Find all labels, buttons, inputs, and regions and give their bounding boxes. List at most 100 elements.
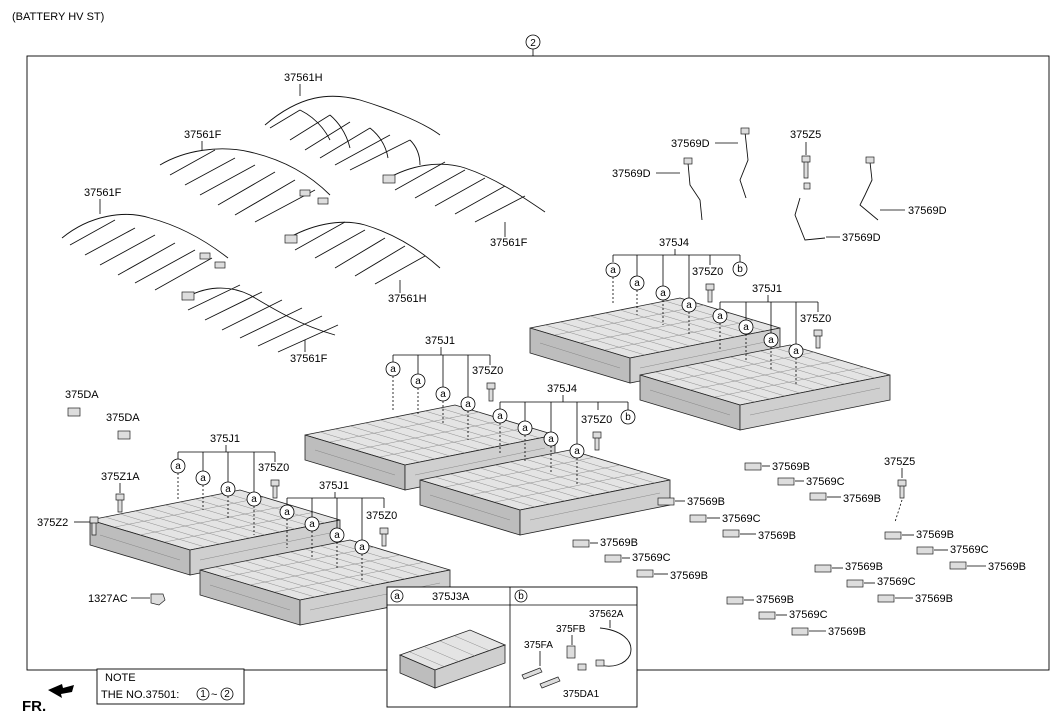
bracket-label-b5: 37569B (600, 537, 638, 549)
callout-row-j1-left: a a a a (170, 452, 276, 535)
harness-label-h6: 37561F (490, 237, 528, 249)
callout-row-j1-left2: a a a a (279, 498, 385, 580)
bolt-label-z0-right2: 375Z0 (800, 313, 831, 325)
wiring-harness-37561F-c (181, 284, 339, 353)
assembly-ref-number: 2 (530, 38, 536, 49)
harness-label-h5: 37561H (388, 293, 427, 305)
svg-text:a: a (200, 473, 206, 484)
svg-text:a: a (175, 461, 181, 472)
bolt-label-z0-left2: 375Z0 (366, 510, 397, 522)
cable-group-37569D (683, 127, 879, 241)
svg-text:a: a (574, 446, 580, 457)
module-label-j1-right: 375J1 (752, 283, 782, 295)
note-box: NOTE THE NO.37501: 1 ~ 2 (96, 668, 245, 705)
nut-1327AC (150, 593, 166, 606)
svg-text:a: a (225, 484, 231, 495)
bracket-label-b2: 37569B (843, 493, 881, 505)
note-title: NOTE (105, 672, 136, 684)
detail-a-module-illustration (398, 629, 507, 689)
bracket-parts (572, 462, 967, 636)
harness-label-h3: 37561F (84, 187, 122, 199)
bracket-label-b12: 37569B (828, 626, 866, 638)
svg-text:b: b (625, 412, 631, 423)
bracket-label-b7: 37569B (916, 529, 954, 541)
harness-label-h4: 37561F (290, 353, 328, 365)
detail-b-part-p1: 37562A (589, 609, 624, 620)
bracket-label-c2: 37569C (722, 513, 761, 525)
part-375DA-1 (67, 407, 81, 417)
module-label-j4-mid: 375J4 (547, 383, 577, 395)
detail-b-part-p2: 375FB (556, 624, 586, 635)
svg-text:a: a (440, 389, 446, 400)
wiring-harness-37561F-d (382, 161, 546, 223)
svg-text:a: a (522, 423, 528, 434)
bolt-label-z5-top: 375Z5 (790, 129, 821, 141)
note-range-sep: ~ (211, 689, 217, 701)
detail-b-part-p4: 375DA1 (563, 689, 600, 700)
bracket-label-b6: 37569B (670, 570, 708, 582)
bracket-label-c5: 37569C (877, 576, 916, 588)
bracket-label-b10: 37569B (915, 593, 953, 605)
cable-label-d3: 37569D (908, 205, 947, 217)
callout-row-j1-mid: a a a a (385, 355, 491, 440)
wiring-harness-37561H-mid (284, 221, 441, 285)
cable-label-d1: 37569D (612, 168, 651, 180)
svg-text:a: a (634, 278, 640, 289)
bracket-label-b3: 37569B (687, 496, 725, 508)
svg-text:a: a (390, 364, 396, 375)
svg-text:a: a (686, 300, 692, 311)
svg-text:a: a (465, 399, 471, 410)
svg-text:a: a (334, 530, 340, 541)
front-label: FR. (22, 698, 46, 715)
front-arrow-icon (48, 684, 74, 698)
svg-text:a: a (717, 311, 723, 322)
diagram-title: (BATTERY HV ST) (12, 11, 104, 23)
harness-label-h1: 37561H (284, 72, 323, 84)
svg-text:a: a (548, 434, 554, 445)
note-text: THE NO.37501: (101, 689, 179, 701)
svg-text:a: a (610, 265, 616, 276)
detail-b-part-p3: 375FA (524, 640, 553, 651)
bracket-label-b9: 37569B (845, 561, 883, 573)
bracket-label-b11: 37569B (756, 594, 794, 606)
detail-b-callout: b (518, 591, 524, 602)
bracket-label-c1: 37569C (806, 476, 845, 488)
module-label-j4-right: 375J4 (659, 237, 689, 249)
bolt-375Z2 (89, 516, 99, 536)
module-label-j1-left: 375J1 (210, 433, 240, 445)
bolt-label-z0-right: 375Z0 (692, 266, 723, 278)
bolt-375Z5-right (897, 479, 907, 499)
callout-row-j1-right: a a a a (712, 302, 819, 385)
bolt-375Z1A (115, 493, 125, 513)
bolt-label-z0-mid: 375Z0 (472, 365, 503, 377)
svg-text:a: a (415, 376, 421, 387)
bolt-label-z5-right: 375Z5 (884, 456, 915, 468)
svg-text:a: a (793, 346, 799, 357)
note-range-from: 1 (200, 689, 206, 700)
bracket-label-c6: 37569C (789, 609, 828, 621)
bolt-label-z0-mid2: 375Z0 (581, 414, 612, 426)
cable-label-d2: 37569D (671, 138, 710, 150)
note-range-to: 2 (224, 689, 230, 700)
bolt-label-z2: 375Z2 (37, 517, 68, 529)
part-label-da1: 375DA (65, 389, 99, 401)
bolt-label-z1a: 375Z1A (101, 471, 140, 483)
svg-text:b: b (737, 264, 743, 275)
svg-text:a: a (284, 507, 290, 518)
svg-text:a: a (309, 519, 315, 530)
detail-a-title: 375J3A (432, 591, 470, 603)
svg-text:a: a (660, 288, 666, 299)
bolt-label-z0-left: 375Z0 (258, 462, 289, 474)
part-label-ac: 1327AC (88, 593, 128, 605)
bracket-label-b4: 37569B (758, 530, 796, 542)
cable-label-d4: 37569D (842, 232, 881, 244)
svg-text:a: a (743, 322, 749, 333)
module-label-j1-left2: 375J1 (319, 480, 349, 492)
bracket-label-c3: 37569C (632, 552, 671, 564)
wiring-harness-37561H-top (264, 95, 441, 171)
svg-text:a: a (251, 494, 257, 505)
harness-label-h2: 37561F (184, 129, 222, 141)
svg-text:a: a (768, 335, 774, 346)
bracket-labels: 37569B 37569C 37569B 37569B 37569C 37569… (590, 461, 1026, 638)
